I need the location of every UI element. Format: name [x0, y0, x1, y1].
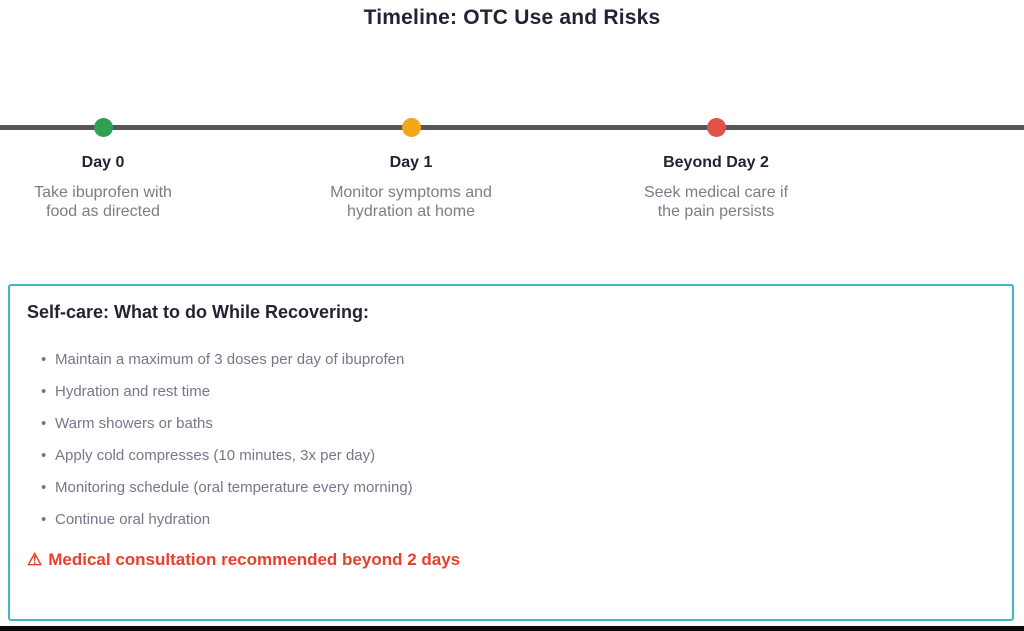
- bullet-list: • Maintain a maximum of 3 doses per day o…: [41, 344, 981, 536]
- list-item: • Warm showers or baths: [41, 408, 981, 440]
- milestone-caption: Monitor symptoms and hydration at home: [271, 183, 551, 221]
- milestone-dot-green-icon: [93, 118, 113, 137]
- milestone-date: Beyond Day 2: [663, 154, 769, 171]
- milestone-caption-line1: Take ibuprofen with: [34, 184, 172, 201]
- timeline-line: [0, 125, 1024, 130]
- milestone-day-1: Day 1 Monitor symptoms and hydration at …: [271, 118, 551, 221]
- bullet-icon: •: [41, 383, 47, 400]
- list-item: • Hydration and rest time: [41, 376, 981, 408]
- list-item: • Maintain a maximum of 3 doses per day o…: [41, 344, 981, 376]
- list-item: • Apply cold compresses (10 minutes, 3x p…: [41, 440, 981, 472]
- bullet-icon: •: [41, 479, 47, 496]
- bullet-icon: •: [41, 511, 47, 528]
- list-item: • Continue oral hydration: [41, 504, 981, 536]
- warning-icon: ⚠: [27, 550, 43, 569]
- warning-text: Medical consultation recommended beyond …: [48, 550, 461, 569]
- milestone-caption-line2: hydration at home: [346, 203, 476, 220]
- milestone-caption-line2: the pain persists: [657, 203, 775, 220]
- bullet-icon: •: [41, 351, 47, 368]
- milestone-beyond-day-2: Beyond Day 2 Seek medical care if the pa…: [576, 118, 856, 221]
- list-item-text: Continue oral hydration: [55, 511, 211, 528]
- list-item-text: Monitoring schedule (oral temperature ev…: [55, 479, 413, 496]
- milestone-caption: Take ibuprofen with food as directed: [0, 183, 243, 221]
- info-box-title: Self-care: What to do While Recovering:: [27, 302, 370, 322]
- warning-note: ⚠ Medical consultation recommended beyond…: [27, 550, 460, 570]
- bottom-bar: [0, 626, 1024, 631]
- milestone-date: Day 0: [81, 154, 125, 171]
- list-item-text: Apply cold compresses (10 minutes, 3x pe…: [55, 447, 376, 464]
- milestone-day-0: Day 0 Take ibuprofen with food as direct…: [0, 118, 243, 221]
- bullet-icon: •: [41, 447, 47, 464]
- list-item-text: Hydration and rest time: [55, 383, 211, 400]
- milestone-caption-line1: Seek medical care if: [643, 184, 789, 201]
- milestone-dot-orange-icon: [401, 118, 421, 137]
- milestone-dot-red-icon: [706, 118, 726, 137]
- milestone-date: Day 1: [389, 154, 433, 171]
- info-box: Self-care: What to do While Recovering: …: [8, 284, 1014, 621]
- milestone-caption-line2: food as directed: [46, 203, 160, 220]
- page-title: Timeline: OTC Use and Risks: [363, 6, 661, 29]
- list-item-text: Maintain a maximum of 3 doses per day of…: [55, 351, 405, 368]
- milestone-caption: Seek medical care if the pain persists: [576, 183, 856, 221]
- milestone-caption-line1: Monitor symptoms and: [330, 184, 492, 201]
- bullet-icon: •: [41, 415, 47, 432]
- list-item-text: Warm showers or baths: [55, 415, 213, 432]
- list-item: • Monitoring schedule (oral temperature e…: [41, 472, 981, 504]
